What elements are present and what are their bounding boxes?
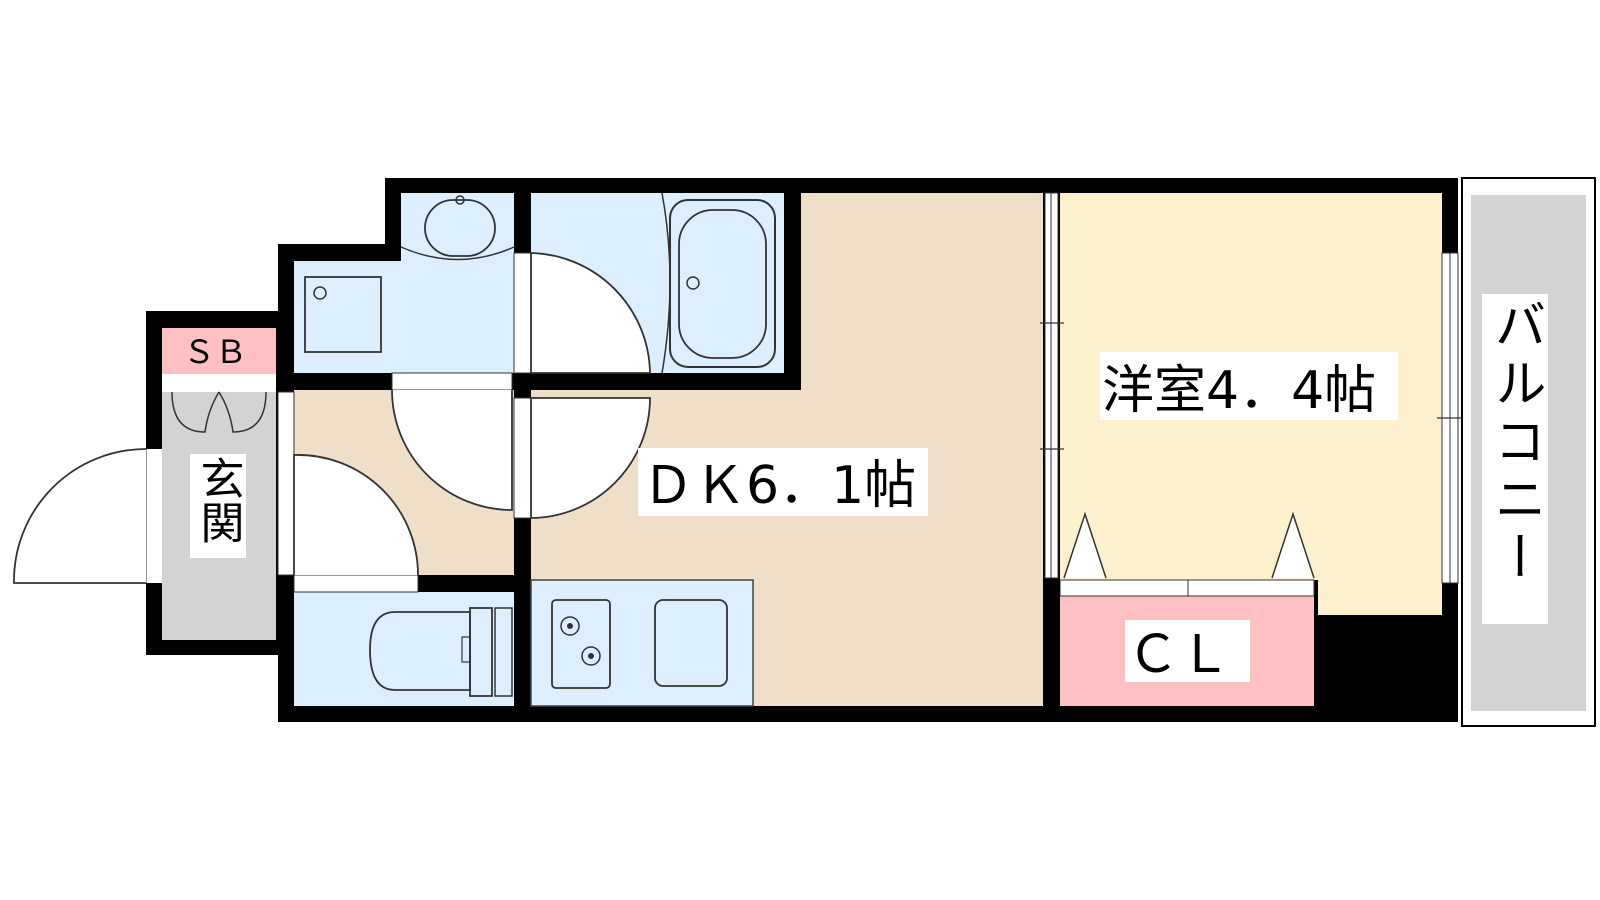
bathroom-door-swing (530, 252, 651, 374)
stove-icon (551, 599, 611, 689)
dk-label: ＤＫ6．1帖 (642, 456, 916, 516)
shoe-box-area (162, 328, 276, 374)
washroom-door-swing (391, 389, 513, 511)
entrance-door-swing (13, 448, 147, 584)
balcony-label: バルコニー (1485, 298, 1545, 588)
toilet-icon (369, 611, 471, 691)
toilet-floor (294, 592, 514, 706)
washbasin-icon (424, 199, 496, 257)
toilet-door-swing (293, 454, 419, 576)
western-room-label: 洋室4．4帖 (1102, 361, 1376, 421)
entrance-label: 玄関 (193, 456, 244, 544)
kitchen-counter (530, 579, 754, 707)
closet-label: ＣＬ (1127, 625, 1231, 685)
dk-door-swing (530, 397, 651, 519)
washing-machine-pan-icon (304, 276, 382, 353)
sink-icon (654, 599, 728, 687)
washroom-floor (294, 261, 514, 373)
shoe-box-label: ＳＢ (183, 333, 247, 371)
